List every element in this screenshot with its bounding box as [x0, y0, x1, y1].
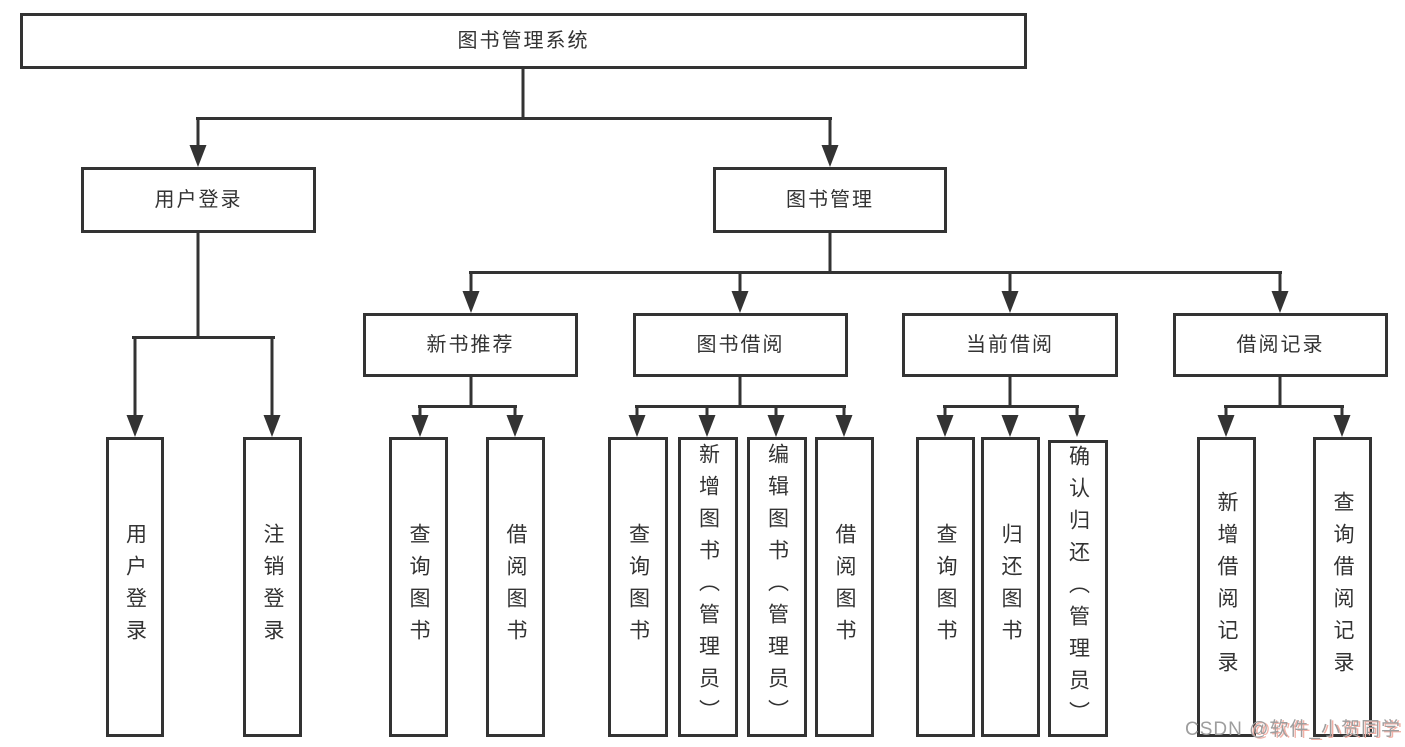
leaf-borrow-add-book-admin: 新增图书（管理员） [678, 437, 738, 737]
node-library-system-label: 图书管理系统 [457, 30, 590, 52]
node-book-management-label: 图书管理 [786, 189, 874, 211]
node-new-book-recommend: 新书推荐 [363, 313, 578, 377]
leaf-borrow-add-book-admin-label: 新增图书（管理员） [696, 443, 720, 731]
leaf-borrow-edit-book-admin: 编辑图书（管理员） [747, 437, 807, 737]
leaf-recommend-borrow-book-label: 借阅图书 [504, 523, 527, 651]
leaf-borrow-edit-book-admin-label: 编辑图书（管理员） [765, 443, 789, 731]
leaf-current-return-book: 归还图书 [981, 437, 1040, 737]
watermark-prefix: CSDN [1185, 719, 1250, 740]
node-borrow-records-label: 借阅记录 [1236, 334, 1325, 356]
node-user-login: 用户登录 [81, 167, 316, 233]
watermark: CSDN @软件_小贺同学 [1185, 714, 1401, 741]
leaf-recommend-query-book-label: 查询图书 [407, 523, 430, 651]
leaf-logout: 注销登录 [243, 437, 302, 737]
node-user-login-label: 用户登录 [154, 189, 243, 211]
leaf-current-query-book-label: 查询图书 [934, 523, 957, 651]
node-current-borrow-label: 当前借阅 [966, 334, 1054, 356]
leaf-recommend-query-book: 查询图书 [389, 437, 448, 737]
leaf-recommend-borrow-book: 借阅图书 [486, 437, 545, 737]
connector-arrowheads [126, 145, 1351, 437]
leaf-user-login: 用户登录 [106, 437, 164, 737]
leaf-borrow-borrow-book-label: 借阅图书 [833, 523, 856, 651]
connector-lines [132, 68, 1344, 417]
leaf-borrow-query-book: 查询图书 [608, 437, 668, 737]
node-book-management: 图书管理 [713, 167, 947, 233]
node-borrow-records: 借阅记录 [1173, 313, 1388, 377]
leaf-current-return-book-label: 归还图书 [999, 523, 1022, 651]
leaf-records-add-record-label: 新增借阅记录 [1215, 491, 1238, 683]
leaf-current-query-book: 查询图书 [916, 437, 975, 737]
node-book-borrow: 图书借阅 [633, 313, 848, 377]
leaf-logout-label: 注销登录 [261, 523, 284, 651]
leaf-borrow-query-book-label: 查询图书 [626, 523, 650, 651]
node-current-borrow: 当前借阅 [902, 313, 1118, 377]
node-new-book-recommend-label: 新书推荐 [426, 334, 515, 356]
leaf-borrow-borrow-book: 借阅图书 [815, 437, 874, 737]
node-book-borrow-label: 图书借阅 [696, 334, 785, 356]
watermark-handle: @软件_小贺同学 [1249, 719, 1401, 740]
leaf-user-login-label: 用户登录 [123, 523, 147, 651]
leaf-records-query-record-label: 查询借阅记录 [1331, 491, 1354, 683]
leaf-current-confirm-return-admin-label: 确认归还（管理员） [1066, 444, 1090, 733]
leaf-records-query-record: 查询借阅记录 [1313, 437, 1372, 737]
node-library-system: 图书管理系统 [20, 13, 1027, 69]
leaf-current-confirm-return-admin: 确认归还（管理员） [1048, 440, 1108, 737]
leaf-records-add-record: 新增借阅记录 [1197, 437, 1256, 737]
